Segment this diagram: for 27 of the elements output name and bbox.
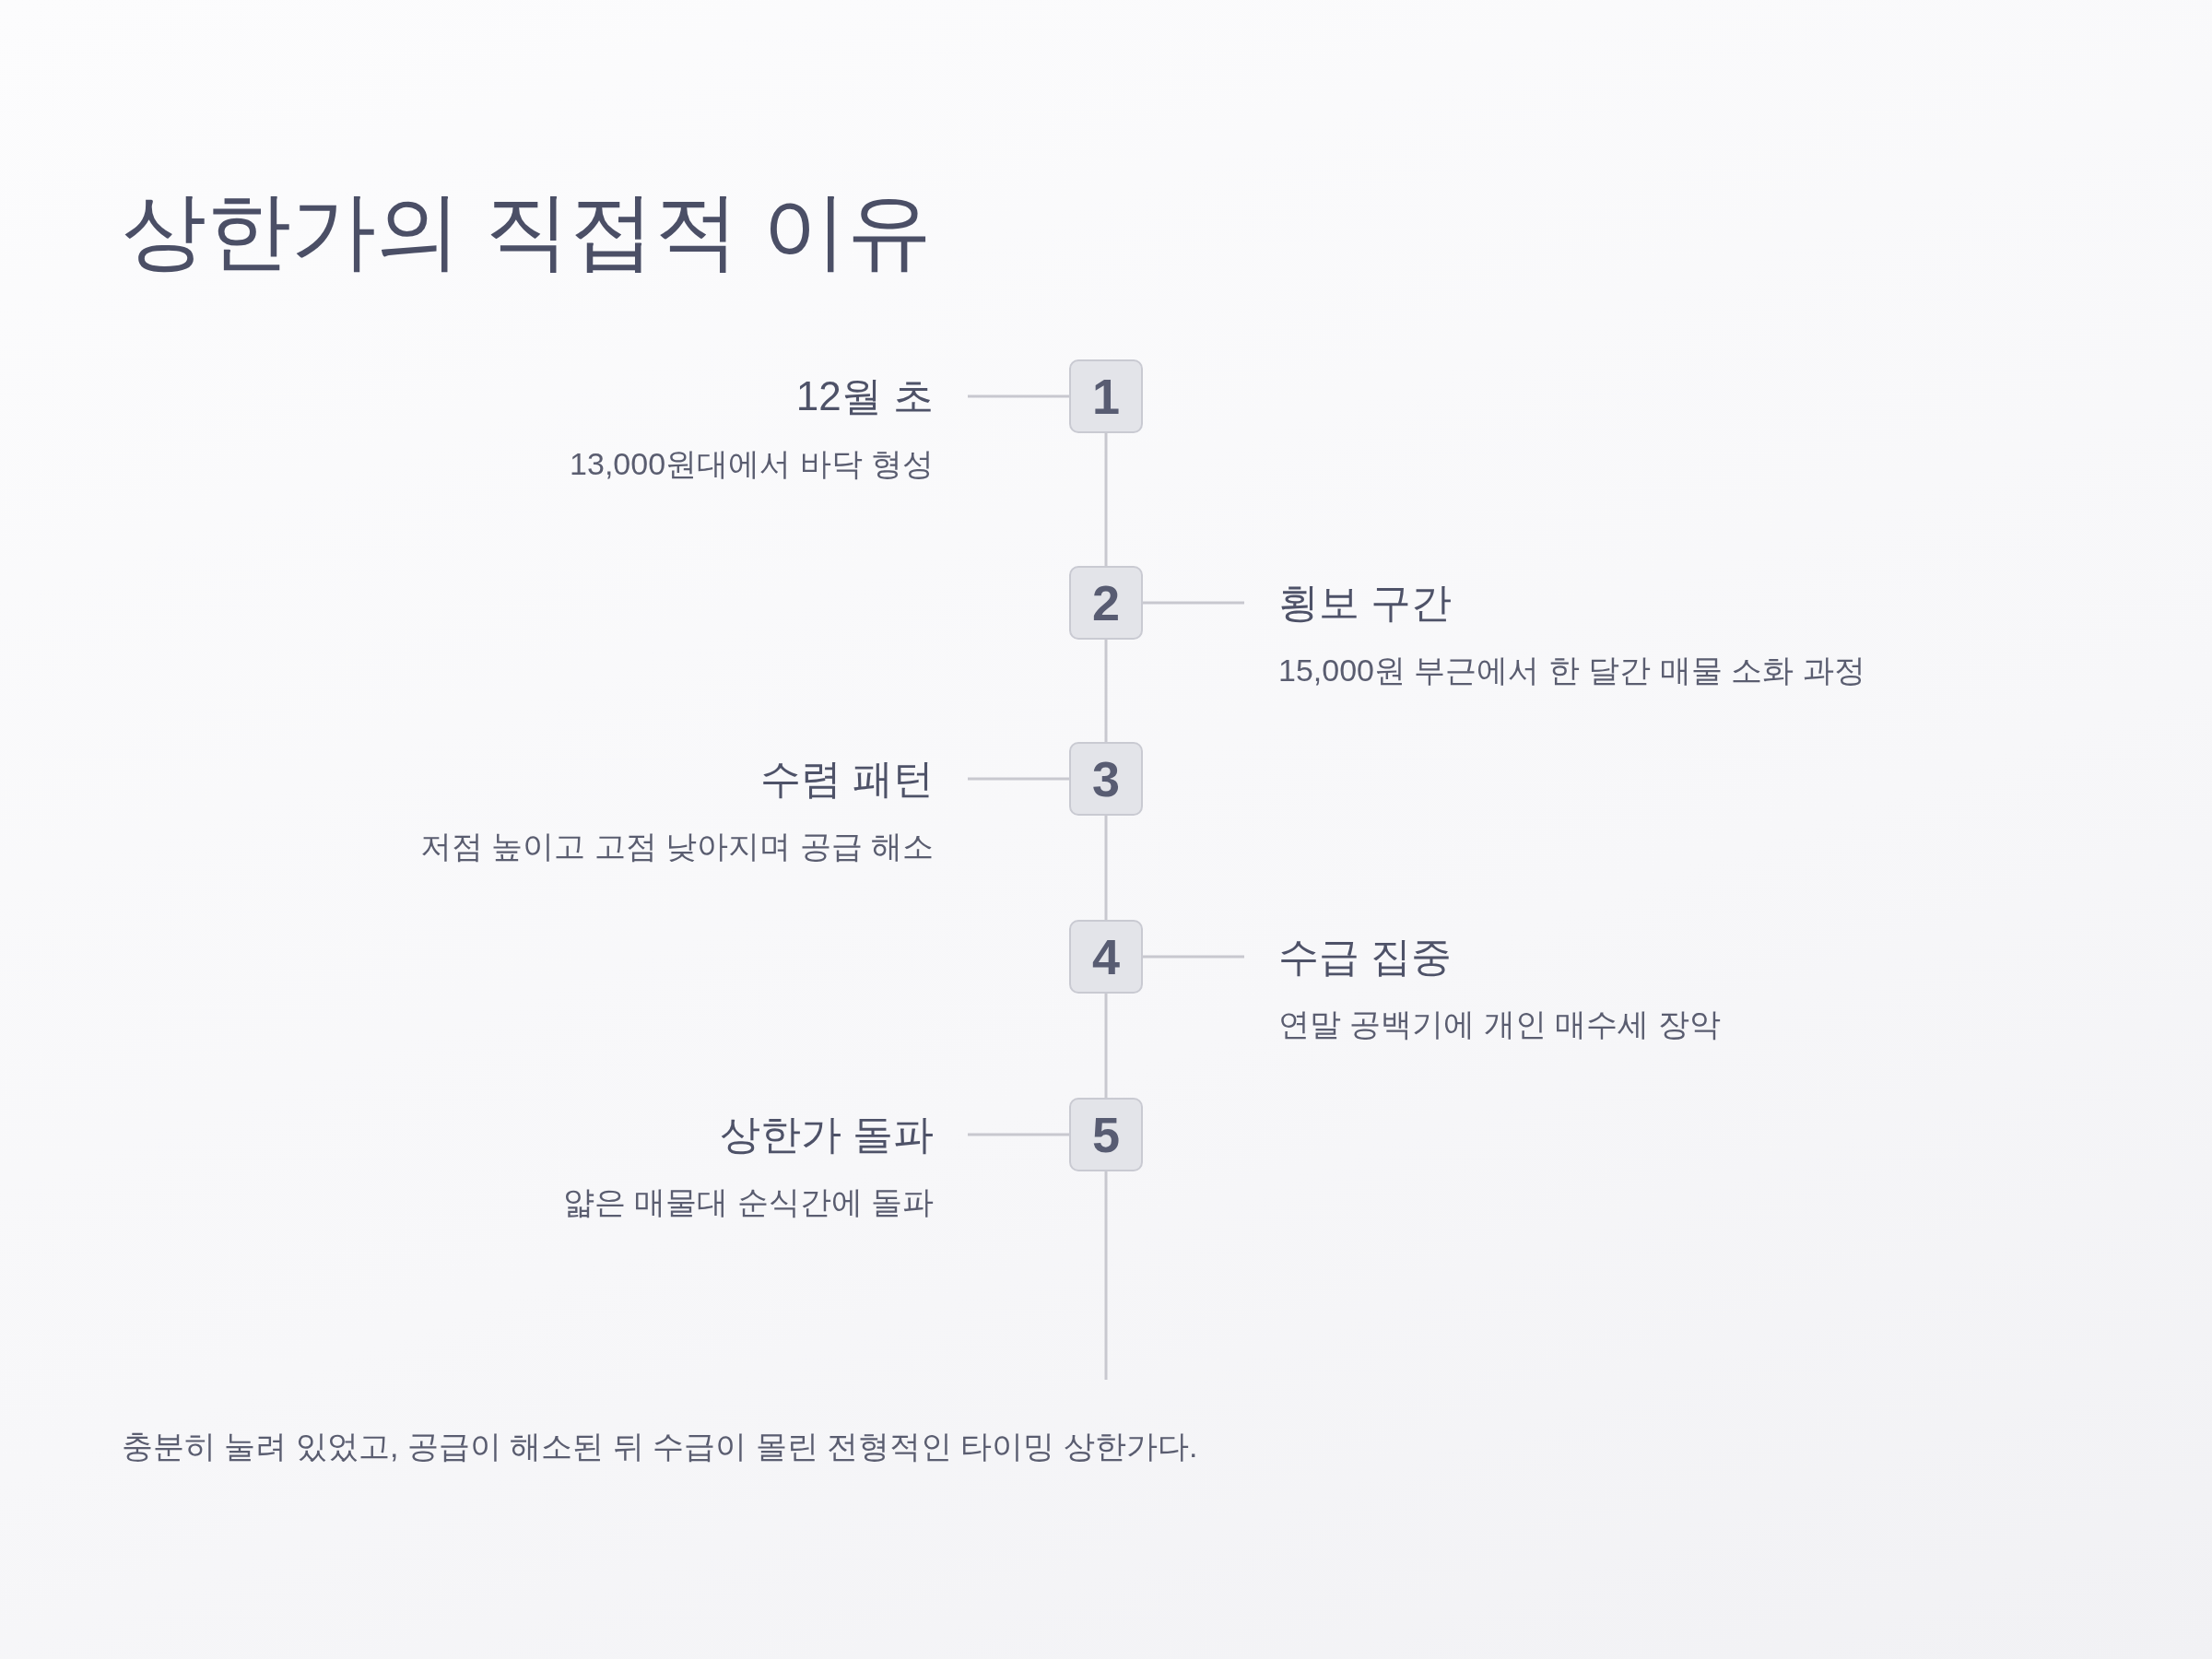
connector-line bbox=[1104, 1171, 1108, 1380]
step-title: 수렴 패턴 bbox=[759, 755, 934, 803]
heading: 상한가의 직접적 이유 bbox=[122, 182, 933, 279]
step-title: 상한가 돌파 bbox=[718, 1111, 934, 1159]
connector-line bbox=[968, 1133, 1069, 1136]
connector-line bbox=[968, 394, 1069, 398]
step-title: 12월 초 bbox=[794, 372, 934, 420]
connector-line bbox=[1104, 816, 1108, 920]
step-description: 15,000원 부근에서 한 달간 매물 소화 과정 bbox=[1278, 652, 1865, 689]
connector-line bbox=[1143, 955, 1244, 959]
step-number-box: 4 bbox=[1069, 920, 1143, 994]
caption: 충분히 눌려 있었고, 공급이 해소된 뒤 수급이 몰린 전형적인 타이밍 상한가다. bbox=[122, 1428, 1198, 1465]
step-number-box: 1 bbox=[1069, 359, 1143, 433]
step-number-box: 3 bbox=[1069, 742, 1143, 816]
step-description: 13,000원대에서 바닥 형성 bbox=[570, 445, 934, 483]
step-title: 횡보 구간 bbox=[1278, 579, 1453, 627]
connector-line bbox=[1143, 601, 1244, 605]
step-title: 수급 집중 bbox=[1278, 933, 1453, 981]
connector-line bbox=[968, 777, 1069, 781]
step-description: 연말 공백기에 개인 매수세 장악 bbox=[1278, 1006, 1721, 1043]
step-description: 얇은 매물대 순식간에 돌파 bbox=[562, 1183, 934, 1221]
connector-line bbox=[1104, 433, 1108, 566]
step-description: 저점 높이고 고점 낮아지며 공급 해소 bbox=[419, 828, 934, 865]
step-number-box: 2 bbox=[1069, 566, 1143, 640]
step-number-box: 5 bbox=[1069, 1098, 1143, 1171]
connector-line bbox=[1104, 994, 1108, 1098]
connector-line bbox=[1104, 640, 1108, 742]
